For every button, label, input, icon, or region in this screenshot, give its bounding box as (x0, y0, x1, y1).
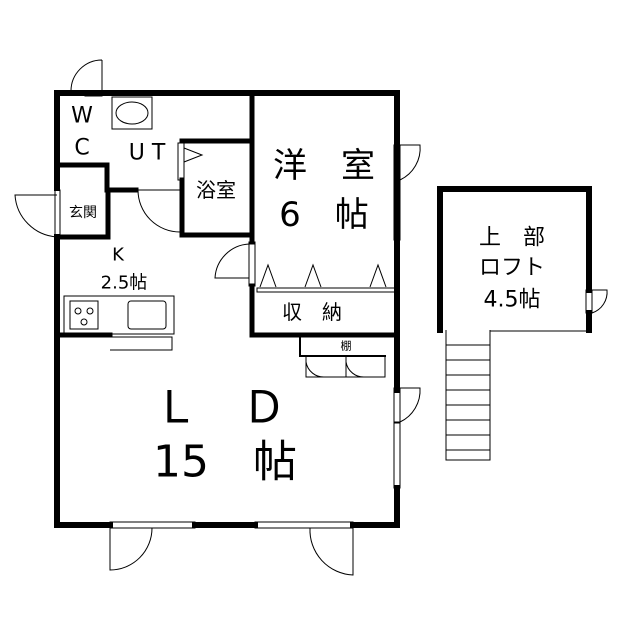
washbasin-icon (115, 101, 149, 125)
entrance-label: 玄関 (69, 204, 97, 221)
kitchen-label: K (112, 245, 125, 266)
shelf-label: 棚 (341, 339, 352, 353)
ld-label: Ｌ Ｄ (154, 383, 286, 434)
wc-label-1: W (71, 104, 93, 129)
wc-label-2: C (74, 136, 89, 161)
western-room-label: 洋 室 (273, 146, 375, 186)
stove-icon (69, 300, 99, 330)
stairs-icon (445, 330, 491, 461)
loft-label-2: ロフト (479, 256, 545, 281)
loft (437, 186, 608, 461)
loft-label-1: 上 部 (479, 226, 545, 251)
kitchen-size: 2.5帖 (101, 273, 148, 294)
bath-label: 浴室 (196, 178, 236, 202)
ut-label: U T (129, 141, 166, 166)
ld-size: 15 帖 (153, 437, 297, 488)
doors (14, 59, 421, 576)
storage-label: 収 納 (282, 300, 342, 324)
loft-size: 4.5帖 (484, 288, 541, 313)
inner-walls (54, 90, 400, 338)
western-room-size: 6 帖 (279, 195, 369, 235)
fixtures (63, 96, 175, 351)
sink-icon (127, 300, 167, 330)
